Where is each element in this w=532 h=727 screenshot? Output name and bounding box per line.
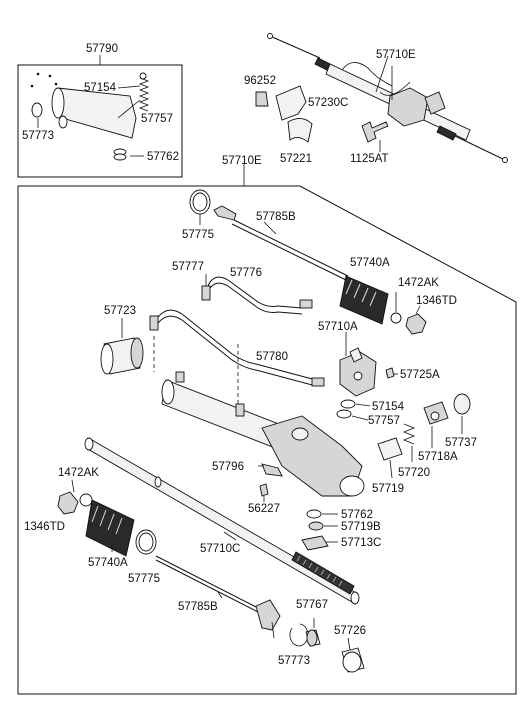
label-57710E-main: 57710E (222, 155, 262, 167)
rings-57154b (336, 399, 371, 421)
label-57773a: 57773 (22, 130, 54, 142)
label-57777: 57777 (172, 261, 204, 273)
label-57762b: 57762 (341, 509, 373, 521)
label-57776: 57776 (230, 267, 262, 279)
label-57154b: 57154 (372, 401, 405, 413)
seals-lower (301, 509, 338, 551)
boot-57740Ab (57, 479, 135, 557)
label-57221: 57221 (280, 153, 312, 165)
boot-57740Aa (339, 275, 427, 335)
fitting-96252 (255, 91, 269, 107)
label-57719B: 57719B (341, 521, 381, 533)
label-1346TDa: 1346TD (416, 295, 457, 307)
label-57726: 57726 (334, 625, 366, 637)
part-labels: 57790 57154 57757 57773 57762 57710E 962… (22, 43, 477, 667)
label-57740Aa: 57740A (350, 257, 390, 269)
main-frame (17, 164, 517, 695)
label-57785Ba: 57785B (256, 211, 296, 223)
bracket-57230C (275, 85, 307, 121)
label-57790: 57790 (86, 43, 118, 55)
bolt-1125AT (361, 121, 389, 143)
inset-57790 (17, 55, 183, 178)
clamp-57221 (287, 118, 313, 143)
label-57725A: 57725A (400, 369, 440, 381)
label-57737: 57737 (445, 437, 477, 449)
snap-ring-57775b (135, 529, 157, 555)
label-57718A: 57718A (418, 451, 458, 463)
label-1346TDb: 1346TD (24, 521, 65, 533)
label-57710A: 57710A (318, 321, 358, 333)
label-57775b: 57775 (128, 573, 160, 585)
label-57780: 57780 (256, 351, 288, 363)
tie-rod-57785Bb (155, 555, 281, 639)
snap-ring-57775a (189, 189, 211, 225)
label-57757b: 57757 (368, 415, 400, 427)
label-57710E-overview: 57710E (376, 49, 416, 61)
overview-assembly (255, 33, 508, 163)
cylinder-57723 (100, 318, 144, 375)
clip-57796 (258, 463, 283, 502)
label-1125AT: 1125AT (350, 153, 389, 165)
hose-57776 (201, 274, 313, 315)
label-57767: 57767 (296, 599, 328, 611)
label-1472AKa: 1472AK (398, 277, 439, 289)
yoke-assembly (377, 393, 471, 479)
rack-57710C (84, 437, 360, 605)
label-1472AKb: 1472AK (58, 467, 99, 479)
seal-b (58, 115, 68, 129)
label-57719: 57719 (372, 483, 404, 495)
label-57785Bb: 57785B (178, 601, 218, 613)
seal-57773a (31, 102, 43, 118)
label-57773b: 57773 (278, 655, 310, 667)
label-56227: 56227 (248, 503, 280, 515)
label-57720: 57720 (398, 467, 430, 479)
housing-end (51, 87, 65, 119)
label-57230C: 57230C (308, 97, 348, 109)
label-57796: 57796 (212, 461, 244, 473)
label-57740Ab: 57740A (88, 557, 128, 569)
spring-57757a (138, 77, 150, 112)
yoke-plug (139, 72, 147, 80)
label-57154a: 57154 (84, 82, 117, 94)
main-frame-border (17, 185, 517, 695)
bushings-lower (289, 618, 365, 673)
valve-body-57710A (339, 332, 398, 397)
hose-57780 (149, 309, 325, 410)
label-57775a: 57775 (182, 229, 214, 241)
label-57713C: 57713C (341, 537, 381, 549)
tie-rod-57785Ba (213, 205, 349, 281)
label-57757a: 57757 (141, 113, 173, 125)
label-57710C: 57710C (200, 543, 240, 555)
label-57723: 57723 (104, 305, 136, 317)
rack-housing (161, 371, 365, 497)
label-96252: 96252 (244, 75, 276, 87)
label-57762a: 57762 (147, 151, 179, 163)
